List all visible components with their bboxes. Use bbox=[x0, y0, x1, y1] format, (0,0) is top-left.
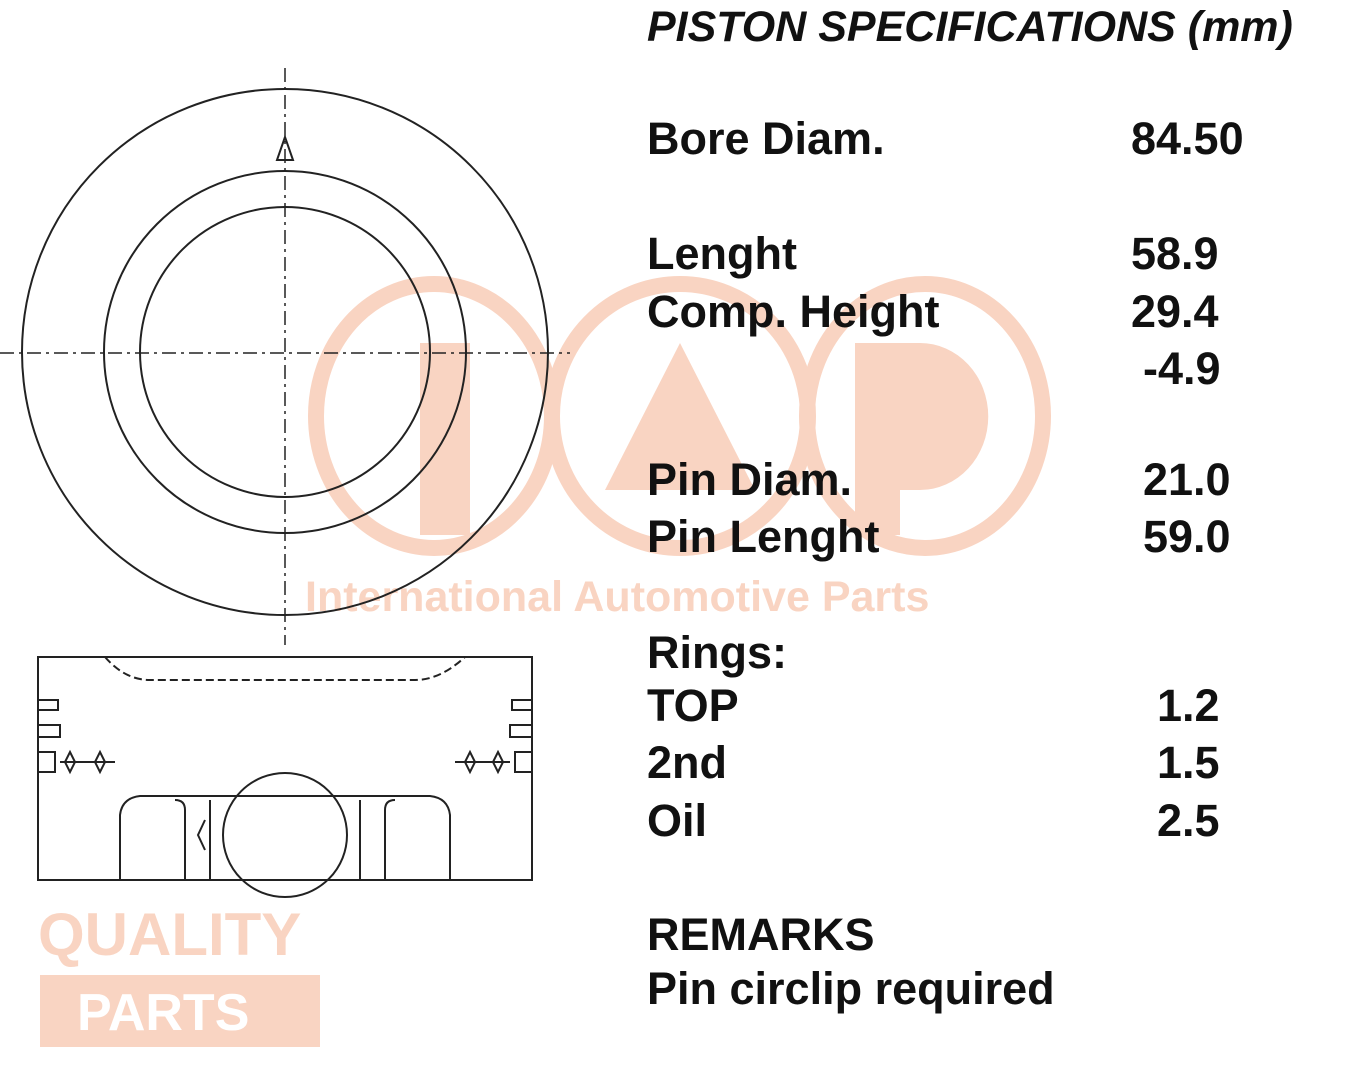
bore-value: 84.50 bbox=[1131, 113, 1244, 164]
pin-diam-label: Pin Diam. bbox=[647, 454, 853, 505]
watermark-tagline: International Automotive Parts bbox=[305, 573, 930, 621]
right-boss-detail bbox=[359, 799, 396, 880]
remarks-heading: REMARKS bbox=[647, 909, 875, 960]
rings-heading: Rings: bbox=[647, 627, 787, 678]
watermark-parts-box bbox=[40, 975, 320, 1047]
pin-length-value: 59.0 bbox=[1143, 511, 1231, 562]
watermark-parts: PARTS bbox=[77, 984, 250, 1042]
watermark-quality: QUALITY bbox=[38, 901, 302, 968]
right-pin-marks bbox=[455, 749, 510, 775]
ring-top-label: TOP bbox=[647, 680, 739, 731]
crown-dashed-bowl bbox=[104, 656, 466, 681]
left-pin-marks bbox=[60, 749, 115, 775]
comp-height-extra-value: -4.9 bbox=[1143, 343, 1221, 394]
ring-top-value: 1.2 bbox=[1157, 680, 1220, 731]
comp-height-label: Comp. Height bbox=[647, 286, 940, 337]
right-ring-grooves bbox=[509, 699, 532, 773]
bore-label: Bore Diam. bbox=[647, 113, 885, 164]
piston-side-outline bbox=[37, 656, 533, 881]
ring-oil-label: Oil bbox=[647, 795, 708, 846]
pin-boss bbox=[119, 795, 451, 880]
left-ring-grooves bbox=[38, 699, 61, 773]
ring-oil-value: 2.5 bbox=[1157, 795, 1220, 846]
left-boss-detail bbox=[174, 799, 211, 880]
pin-length-label: Pin Lenght bbox=[647, 511, 880, 562]
comp-height-value: 29.4 bbox=[1131, 286, 1219, 337]
ring-2nd-value: 1.5 bbox=[1157, 737, 1220, 788]
pin-diam-value: 21.0 bbox=[1143, 454, 1231, 505]
watermark-letter-a bbox=[605, 343, 755, 490]
watermark-ring-3 bbox=[799, 276, 1051, 556]
remarks-text: Pin circlip required bbox=[647, 963, 1055, 1014]
ring-2nd-label: 2nd bbox=[647, 737, 728, 788]
length-label: Lenght bbox=[647, 228, 797, 279]
direction-arrow-icon bbox=[275, 133, 295, 161]
pin-bore bbox=[222, 772, 348, 898]
watermark-letter-p bbox=[855, 343, 989, 535]
length-value: 58.9 bbox=[1131, 228, 1219, 279]
page-title: PISTON SPECIFICATIONS (mm) bbox=[647, 3, 1293, 51]
